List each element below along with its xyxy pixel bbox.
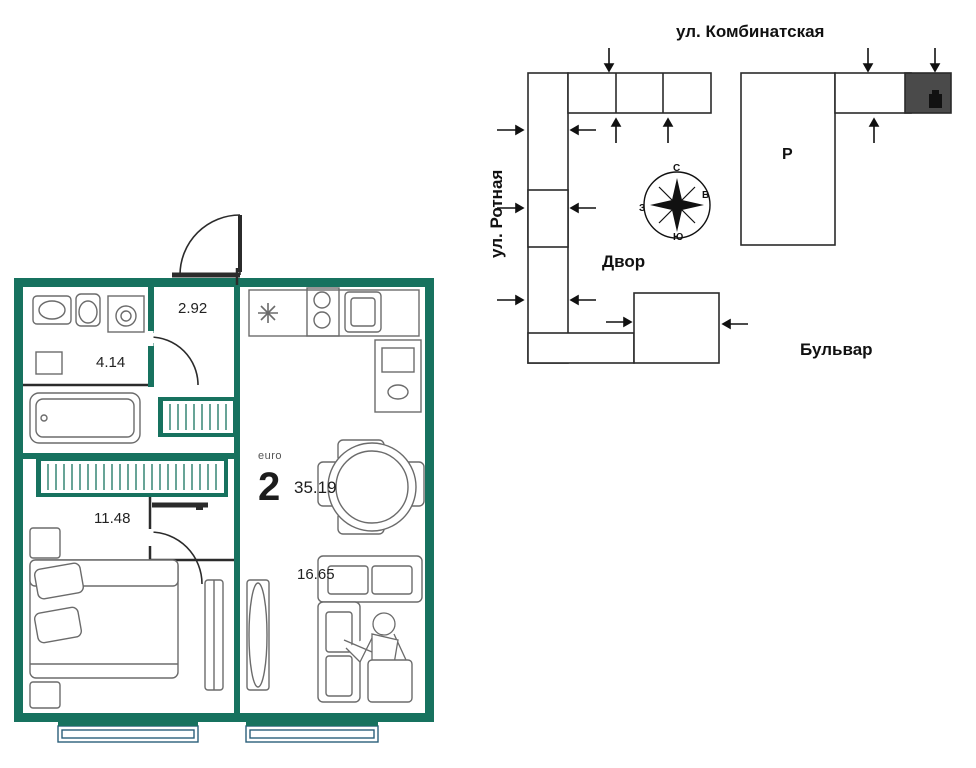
kitchen-fixtures: [248, 287, 422, 413]
highlighted-apartment-marker: [929, 90, 942, 108]
total-area: 35.19: [294, 478, 337, 497]
balcony-doors: [204, 579, 270, 691]
radiators: [39, 399, 235, 495]
dining-set: [317, 439, 425, 535]
street-label-left: ул. Ротная: [487, 169, 506, 258]
area-label-bedroom: 11.48: [94, 510, 131, 527]
parking-label: Р: [782, 146, 793, 163]
living-room-furniture: [317, 555, 423, 703]
area-label-hallway: 2.92: [178, 300, 208, 317]
compass-rose: [643, 171, 711, 239]
windows-bottom: [57, 725, 379, 743]
compass-east-label: В: [702, 190, 710, 201]
compass-west-label: З: [639, 203, 646, 214]
exterior-walls: [14, 278, 434, 722]
green-interior-walls: [21, 285, 240, 714]
site-plan-arrows: [497, 48, 941, 330]
area-label-bathroom: 4.14: [96, 354, 126, 371]
area-label-living-kitchen: 16.65: [297, 566, 335, 583]
window-sill-markers: [58, 722, 378, 726]
bed-furniture: [29, 527, 179, 709]
street-label-top: ул. Комбинатская: [676, 22, 825, 41]
door-leaf: [146, 215, 242, 546]
boulevard-label: Бульвар: [800, 340, 873, 359]
compass-south-label: Ю: [673, 232, 684, 243]
bathroom-fixtures: [29, 293, 145, 444]
compass-north-label: С: [673, 163, 681, 174]
site-plan-buildings: [527, 72, 952, 364]
yard-label: Двор: [602, 252, 646, 271]
radiator-frames: [36, 397, 238, 497]
euro-layout-tag: euro: [258, 450, 283, 462]
rooms-count: 2: [258, 465, 281, 509]
